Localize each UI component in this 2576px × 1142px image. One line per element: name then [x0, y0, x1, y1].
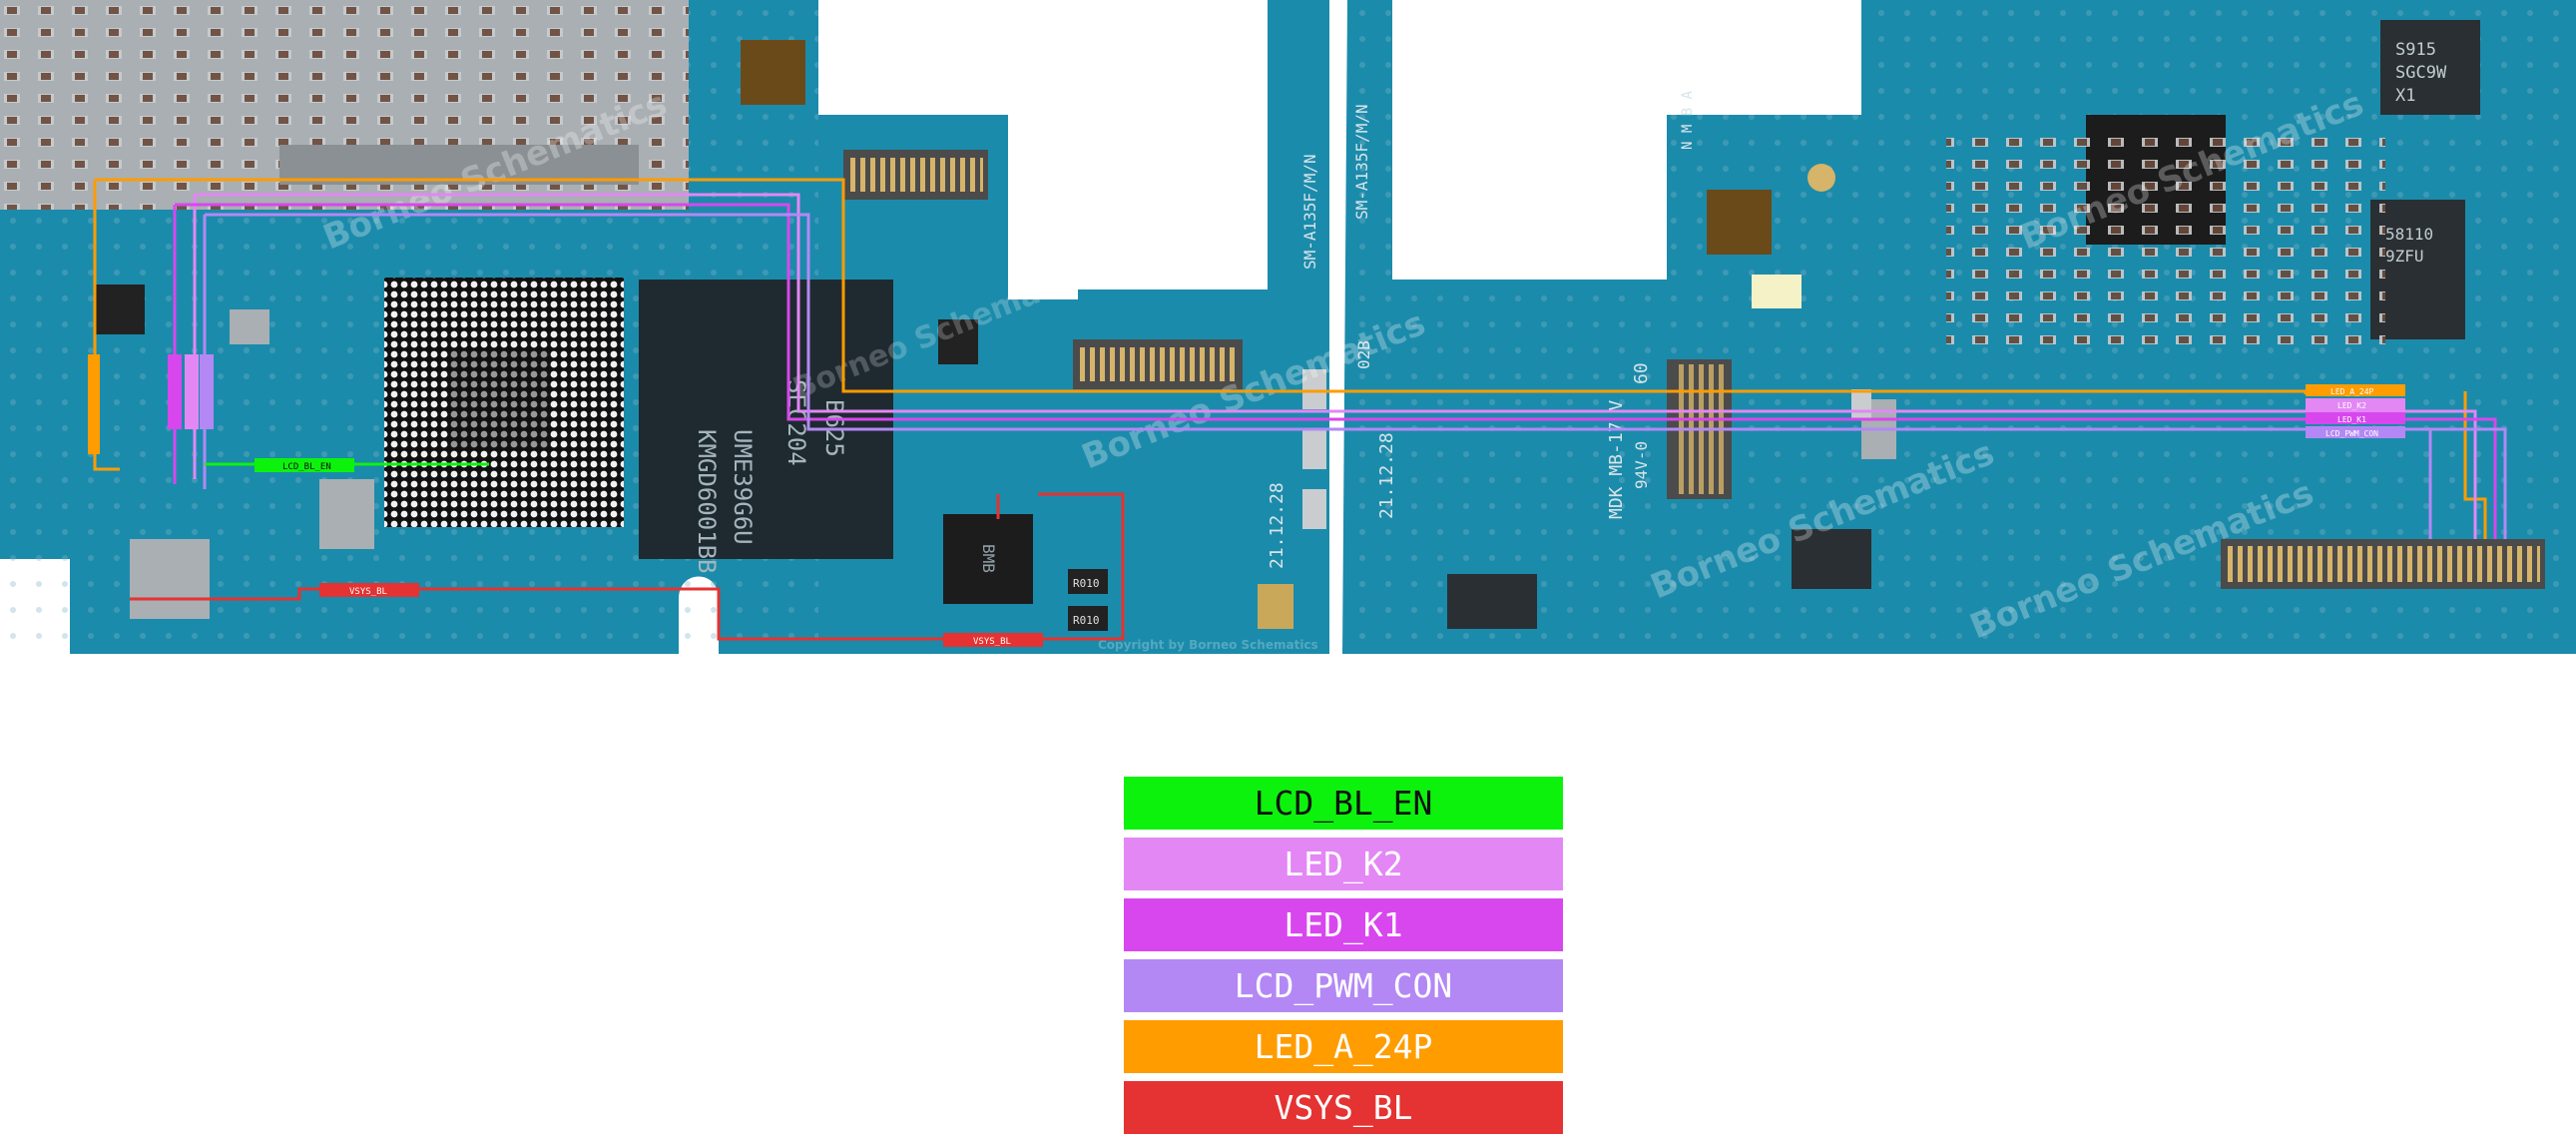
- pcb-svg: KMGD6001BB UME39G6U SEC204 B625 BMB R010…: [0, 0, 2576, 654]
- pmic-label: BMB: [979, 544, 998, 573]
- chip-label-s915: S915: [2395, 40, 2436, 60]
- tag-led-a: LED_A_24P: [2330, 387, 2374, 396]
- silk-letters: N M B A: [1680, 90, 1696, 150]
- legend-label: LCD_PWM_CON: [1234, 966, 1453, 1005]
- legend-led-k2: LED_K2: [1124, 838, 1563, 890]
- chip-label-9zfu: 9ZFU: [2385, 247, 2424, 266]
- chip-label-sgc9w: SGC9W: [2395, 63, 2447, 83]
- silk-date-left: 21.12.28: [1267, 482, 1288, 569]
- net-legend: LCD_BL_EN LED_K2 LED_K1 LCD_PWM_CON LED_…: [1124, 777, 1563, 1142]
- resistor-label-1: R010: [1073, 577, 1100, 590]
- qr-code-left: [741, 40, 805, 105]
- trace-vsys: [130, 492, 1125, 641]
- legend-led-a-24p: LED_A_24P: [1124, 1020, 1563, 1073]
- chip-right-2: [2380, 20, 2480, 115]
- silk-rating: 94V-0: [1632, 441, 1651, 489]
- tag-led-k2: LED_K2: [2337, 401, 2366, 410]
- tag-led-k1: LED_K1: [2337, 415, 2366, 424]
- silk-model-left: SM-A135F/M/N: [1300, 154, 1319, 270]
- silk-date-right: 21.12.28: [1376, 432, 1397, 519]
- resistor-label-2: R010: [1073, 614, 1100, 627]
- legend-label: LCD_BL_EN: [1254, 784, 1433, 823]
- tag-pwm: LCD_PWM_CON: [2325, 429, 2378, 438]
- silk-num: 60: [1631, 362, 1652, 384]
- legend-lcd-pwm-con: LCD_PWM_CON: [1124, 959, 1563, 1012]
- chip-label-x1: X1: [2395, 86, 2415, 106]
- tag-lcd-bl-en: LCD_BL_EN: [282, 462, 331, 472]
- legend-label: LED_K2: [1284, 845, 1403, 883]
- chip-label-memory: KMGD6001BB: [693, 429, 721, 574]
- legend-led-k1: LED_K1: [1124, 898, 1563, 951]
- silk-model-right: SM-A135F/M/N: [1352, 104, 1371, 220]
- trace-led-k2: [195, 193, 2477, 539]
- tag-vsys-2: VSYS_BL: [973, 637, 1011, 647]
- legend-vsys-bl: VSYS_BL: [1124, 1081, 1563, 1134]
- trace-led-k1: [175, 203, 2497, 539]
- legend-label: LED_K1: [1284, 905, 1403, 944]
- qr-code-right: [1707, 190, 1772, 255]
- chip-label-58110: 58110: [2385, 225, 2433, 244]
- legend-label: LED_A_24P: [1254, 1027, 1433, 1066]
- chip-label-memory-2: UME39G6U: [729, 429, 757, 545]
- chip-right-3: [2370, 200, 2465, 339]
- tag-vsys-1: VSYS_BL: [349, 587, 387, 597]
- watermark-sub: Copyright by Borneo Schematics: [1098, 638, 1318, 652]
- legend-lcd-bl-en: LCD_BL_EN: [1124, 777, 1563, 830]
- pcb-board-view: KMGD6001BB UME39G6U SEC204 B625 BMB R010…: [0, 0, 2576, 654]
- trace-group: [93, 178, 2507, 641]
- legend-label: VSYS_BL: [1274, 1088, 1413, 1127]
- trace-pwm: [205, 213, 2507, 539]
- pmic-chip: [943, 514, 1033, 604]
- silk-rev: 02B: [1354, 340, 1373, 369]
